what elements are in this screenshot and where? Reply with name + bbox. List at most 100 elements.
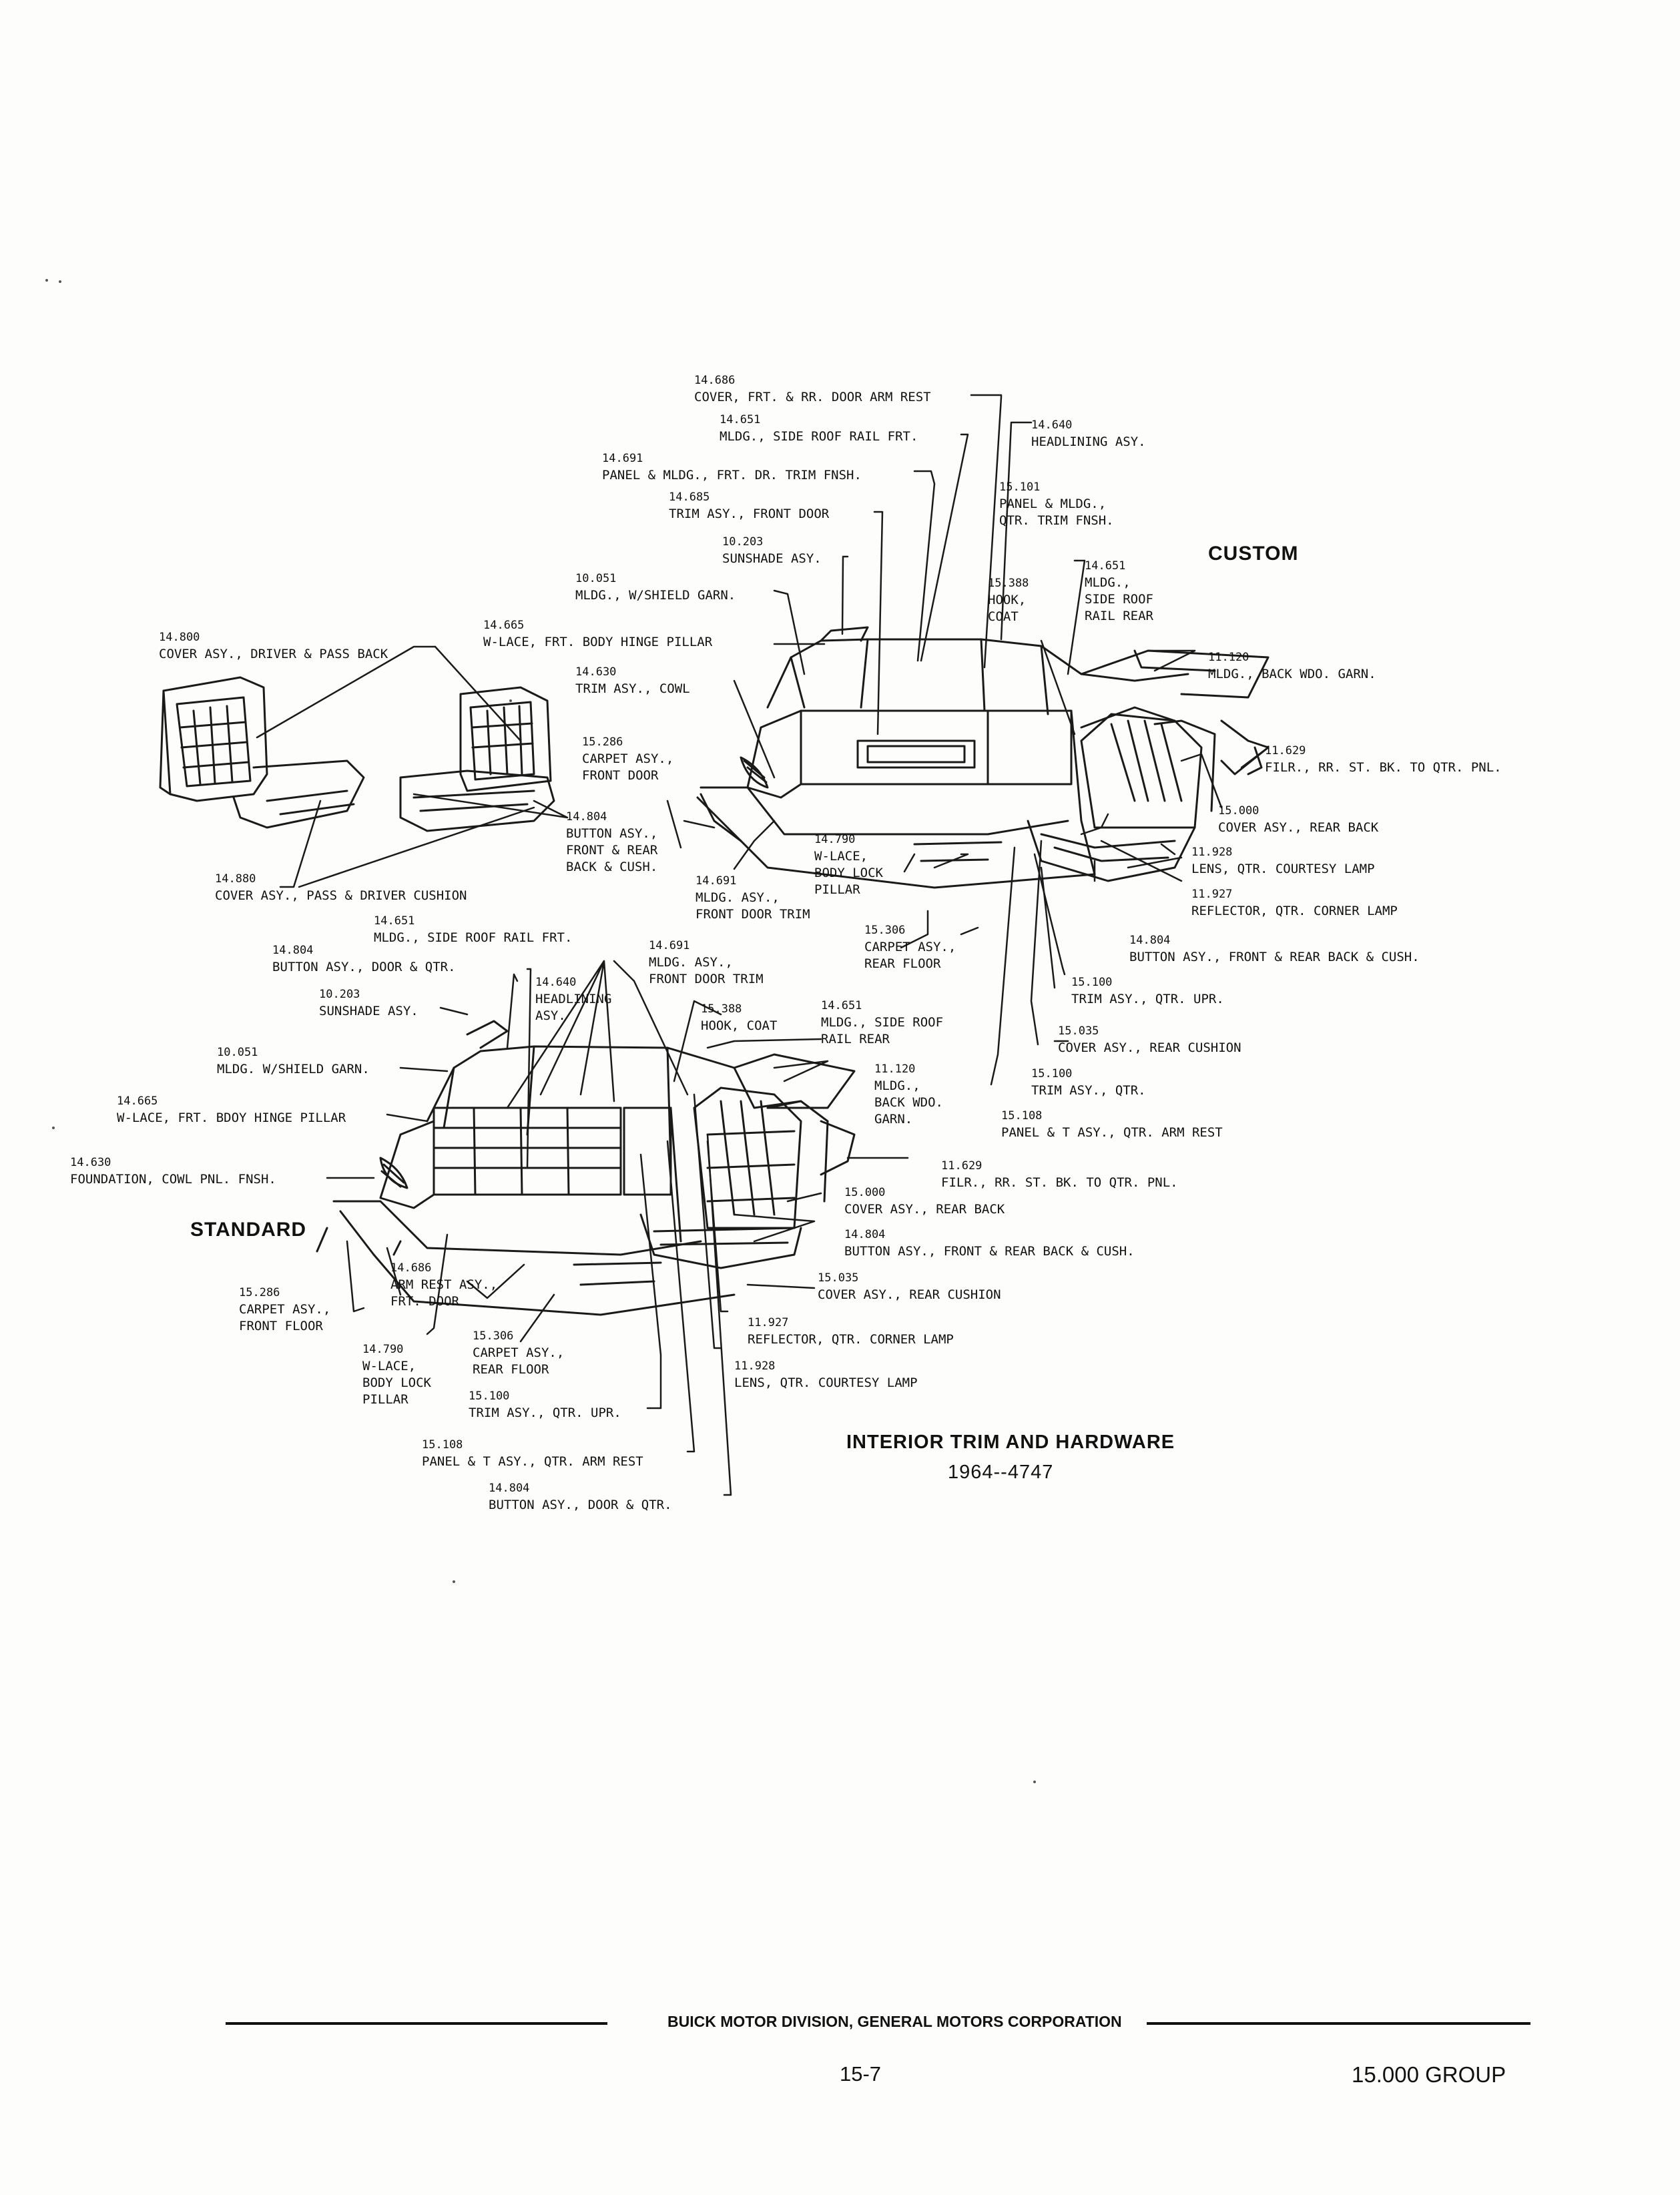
standard-leader-lines: [326, 960, 909, 1496]
part-description-line2: FRONT DOOR TRIM: [695, 907, 810, 922]
part-description-line2: REAR FLOOR: [864, 956, 941, 971]
standard-car-body-drawing: [316, 1020, 856, 1316]
part-number: 14.651: [720, 413, 761, 426]
custom-leader-lines: [256, 394, 1270, 1086]
part-number: 10.051: [217, 1046, 258, 1059]
part-number: 14.686: [694, 374, 736, 387]
part-description: W-LACE, FRT. BDOY HINGE PILLAR: [117, 1111, 346, 1125]
part-description: CARPET ASY.,: [864, 940, 956, 954]
custom-car-body-drawing: [696, 626, 1270, 889]
part-description: FILR., RR. ST. BK. TO QTR. PNL.: [1265, 760, 1502, 775]
part-description: SUNSHADE ASY.: [722, 551, 822, 566]
part-number: 14.800: [159, 631, 200, 644]
part-number: 15.108: [422, 1438, 463, 1452]
part-description: TRIM ASY., COWL: [575, 681, 690, 696]
part-description: BUTTON ASY., FRONT & REAR BACK & CUSH.: [844, 1244, 1135, 1259]
part-number: 14.804: [272, 944, 314, 957]
part-description: PANEL & MLDG.,: [999, 497, 1107, 511]
part-description: TRIM ASY., FRONT DOOR: [669, 507, 830, 521]
part-description: REFLECTOR, QTR. CORNER LAMP: [748, 1332, 954, 1347]
part-description: W-LACE, FRT. BODY HINGE PILLAR: [483, 635, 713, 649]
part-description: TRIM ASY., QTR. UPR.: [469, 1405, 621, 1420]
part-description: MLDG., SIDE ROOF RAIL FRT.: [374, 930, 573, 945]
part-description-line2: COAT: [988, 609, 1019, 624]
part-description: W-LACE,: [362, 1359, 416, 1373]
part-number: 11.927: [748, 1316, 789, 1329]
part-description-line2: FRONT DOOR: [582, 768, 659, 783]
part-number: 11.928: [1191, 846, 1233, 859]
part-number: 14.651: [821, 999, 862, 1012]
part-number: 11.927: [1191, 888, 1233, 901]
part-description: MLDG., SIDE ROOF: [821, 1015, 944, 1030]
part-number: 15.035: [1058, 1024, 1099, 1038]
part-description: BUTTON ASY., DOOR & QTR.: [489, 1498, 672, 1512]
part-description: MLDG., W/SHIELD GARN.: [575, 588, 736, 603]
part-description: HEADLINING: [535, 992, 612, 1006]
part-number: 15.100: [1031, 1067, 1073, 1080]
part-description: MLDG., SIDE ROOF RAIL FRT.: [720, 429, 918, 444]
part-description: FILR., RR. ST. BK. TO QTR. PNL.: [941, 1175, 1178, 1190]
part-description-line2: SIDE ROOF RAIL REAR: [1085, 592, 1153, 623]
part-number: 11.629: [941, 1159, 983, 1173]
part-number: 15.388: [988, 577, 1029, 590]
part-description: BUTTON ASY., DOOR & QTR.: [272, 960, 456, 974]
part-description-line2: REAR FLOOR: [473, 1362, 549, 1377]
part-description: LENS, QTR. COURTESY LAMP: [1191, 862, 1375, 876]
part-number: 14.691: [649, 939, 690, 952]
diagram-subtitle: 1964--4747: [948, 1462, 1054, 1483]
part-description-line2: FRONT DOOR TRIM: [649, 972, 764, 986]
part-description: CARPET ASY.,: [239, 1302, 331, 1317]
part-description: BUTTON ASY.,: [566, 826, 658, 841]
footer-rule-left: [226, 2022, 607, 2025]
part-description: PANEL & MLDG., FRT. DR. TRIM FNSH.: [602, 468, 862, 483]
part-number: 15.000: [1218, 804, 1259, 818]
custom-front-seats-drawing: [159, 676, 555, 832]
part-number: 14.790: [814, 833, 856, 846]
part-number: 14.804: [1129, 934, 1171, 947]
part-description: COVER ASY., DRIVER & PASS BACK: [159, 647, 388, 661]
part-description: COVER ASY., REAR BACK: [844, 1202, 1005, 1217]
part-description: REFLECTOR, QTR. CORNER LAMP: [1191, 904, 1398, 918]
part-number: 14.651: [374, 914, 415, 928]
part-description-line2: FRT. DOOR: [390, 1294, 459, 1309]
part-description: CARPET ASY.,: [473, 1345, 565, 1360]
part-number: 15.286: [239, 1286, 280, 1299]
part-number: 14.880: [215, 872, 256, 886]
part-description: MLDG. ASY.,: [649, 955, 733, 970]
part-description: PANEL & T ASY., QTR. ARM REST: [422, 1454, 643, 1469]
part-description: TRIM ASY., QTR. UPR.: [1071, 992, 1224, 1006]
part-description-line2: BODY LOCK PILLAR: [362, 1375, 431, 1407]
part-number: 14.630: [575, 665, 617, 679]
part-description: MLDG., BACK WDO. GARN.: [1208, 667, 1376, 681]
part-description-line2: BACK WDO. GARN.: [874, 1095, 943, 1127]
part-number: 15.035: [818, 1271, 859, 1285]
part-number: 14.665: [117, 1094, 158, 1108]
part-number: 10.051: [575, 572, 617, 585]
part-description-line2: QTR. TRIM FNSH.: [999, 513, 1114, 528]
part-description: MLDG. W/SHIELD GARN.: [217, 1062, 370, 1076]
